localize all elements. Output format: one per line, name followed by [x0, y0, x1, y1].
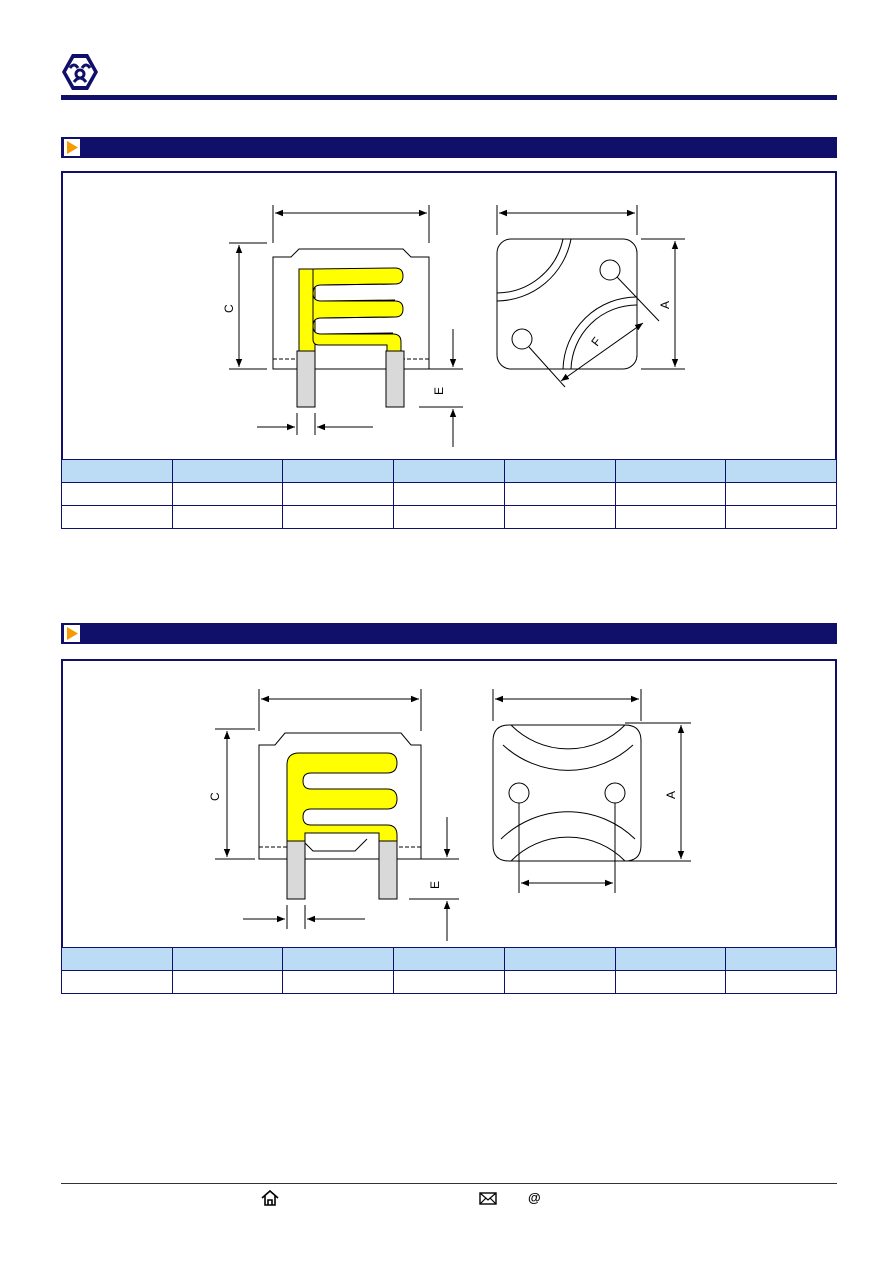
- table-header-row: [61, 459, 837, 483]
- table-header-cell: [393, 459, 505, 483]
- home-icon[interactable]: [260, 1188, 280, 1208]
- spec-table-2: [61, 947, 837, 994]
- header-rule: [61, 95, 837, 100]
- dim-label-e: E: [432, 387, 446, 395]
- dim-label-a: A: [658, 301, 672, 309]
- dim-label-c: C: [222, 304, 236, 313]
- table-header-cell: [171, 947, 284, 971]
- table-cell: [503, 505, 616, 529]
- table-cell: [282, 970, 395, 994]
- drawing-panel-1: C E A F: [61, 171, 837, 461]
- table-header-cell: [614, 459, 727, 483]
- table-header-cell: [61, 459, 173, 483]
- table-header-cell: [503, 947, 616, 971]
- table-cell: [393, 505, 505, 529]
- table-cell: [393, 482, 505, 506]
- table-header-cell: [725, 947, 837, 971]
- table-cell: [614, 505, 727, 529]
- table-cell: [614, 482, 727, 506]
- table-header-cell: [61, 947, 173, 971]
- table-cell: [61, 505, 173, 529]
- table-header-cell: [282, 459, 395, 483]
- dim-label-e: E: [428, 881, 442, 889]
- table-header-cell: [282, 947, 395, 971]
- table-cell: [614, 970, 727, 994]
- dim-label-c: C: [208, 792, 222, 801]
- table-header-cell: [393, 947, 505, 971]
- footer-rule: [61, 1183, 837, 1184]
- table-cell: [171, 970, 284, 994]
- table-cell: [282, 505, 395, 529]
- table-header-cell: [171, 459, 284, 483]
- table-header-cell: [503, 459, 616, 483]
- table-cell: [171, 482, 284, 506]
- table-cell: [61, 482, 173, 506]
- spec-table-1: [61, 459, 837, 529]
- table-row: [61, 505, 837, 529]
- company-logo: [60, 52, 100, 92]
- table-header-row: [61, 947, 837, 971]
- drawing-panel-2: C E A: [61, 659, 837, 949]
- table-cell: [61, 970, 173, 994]
- table-cell: [503, 970, 616, 994]
- table-cell: [725, 970, 837, 994]
- table-cell: [725, 482, 837, 506]
- table-cell: [282, 482, 395, 506]
- table-header-cell: [725, 459, 837, 483]
- envelope-icon[interactable]: [478, 1188, 498, 1208]
- table-cell: [725, 505, 837, 529]
- dim-label-a: A: [664, 791, 678, 799]
- section-bar-2: [61, 623, 837, 644]
- table-row: [61, 970, 837, 994]
- at-sign-icon[interactable]: @: [528, 1190, 541, 1205]
- table-cell: [393, 970, 505, 994]
- table-row: [61, 482, 837, 506]
- table-header-cell: [614, 947, 727, 971]
- section-marker-icon: [64, 139, 80, 156]
- section-marker-icon: [64, 625, 80, 642]
- section-bar-1: [61, 137, 837, 158]
- inductor-drawing-1: C E A F: [222, 205, 685, 447]
- inductor-drawing-2: C E A: [208, 689, 691, 941]
- table-cell: [171, 505, 284, 529]
- table-cell: [503, 482, 616, 506]
